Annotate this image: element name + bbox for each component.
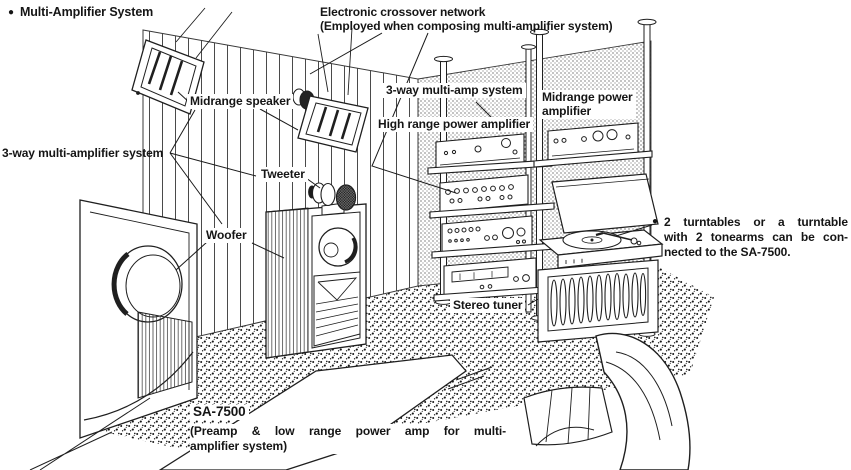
caption-line-1: (Preamp & low range power amp for multi- [190, 424, 506, 438]
note-line-3: nected to the SA-7500. [663, 245, 791, 259]
tweeter-speaker-cabinet [265, 182, 367, 359]
lp-records [550, 272, 647, 327]
high-range-power-amplifier-unit [435, 133, 525, 171]
callout-stereo-tuner: Stereo tuner [450, 298, 526, 313]
turntable [538, 173, 664, 269]
bullet-icon: ● [8, 7, 14, 18]
ceiling-speaker-2 [292, 27, 369, 153]
product-caption: (Preamp & low range power amp for multi-… [190, 424, 506, 454]
bullet-icon: ● [652, 216, 658, 227]
callout-midrange-power-amplifier: Midrange power amplifier [539, 90, 636, 119]
horn-mouth [313, 271, 361, 347]
callout-woofer: Woofer [203, 228, 250, 243]
note-line-1: 2 turntables or a turntable [663, 215, 848, 229]
ceiling-speaker-1 [131, 7, 233, 115]
tonearm [595, 231, 642, 246]
horn-tweeter [308, 182, 357, 216]
midrange-power-line-2: amplifier [542, 104, 592, 118]
shelf-board [429, 202, 555, 219]
woofer-speaker-cabinet [79, 199, 198, 439]
shelf-board [533, 150, 653, 168]
leader-lines [169, 32, 653, 306]
crossover-line-1: Electronic crossover network [320, 5, 486, 19]
crossover-line-2: (Employed when composing multi-amplifier… [320, 19, 613, 33]
product-model: SA-7500 [190, 405, 249, 420]
ottoman [523, 386, 613, 447]
dust-cover [551, 173, 659, 234]
record-cabinet [537, 259, 659, 343]
armchair [595, 332, 691, 470]
midrange-power-line-1: Midrange power [542, 90, 633, 104]
callout-midrange-speaker: Midrange speaker [187, 94, 294, 109]
callout-3way-multi-amp-system: 3-way multi-amp system [383, 83, 526, 98]
callout-3way-multi-amplifier-system: 3-way multi-amplifier system [2, 146, 164, 160]
midrange-driver [318, 227, 358, 267]
page-title: ● Multi-Amplifier System [8, 5, 153, 20]
sa-7500-preamp-unit [441, 215, 533, 255]
turntable-note: ● 2 turntables or a turntable with 2 ton… [652, 215, 848, 260]
callout-high-range-power-amplifier: High range power amplifier [375, 117, 534, 132]
callout-crossover-network: Electronic crossover network (Employed w… [320, 5, 613, 33]
caption-line-2: amplifier system) [190, 439, 288, 453]
page-title-text: Multi-Amplifier System [19, 5, 154, 19]
note-line-2: with 2 tonearms can be con- [663, 230, 848, 244]
callout-tweeter: Tweeter [258, 167, 308, 182]
electronic-crossover-unit [439, 174, 529, 213]
